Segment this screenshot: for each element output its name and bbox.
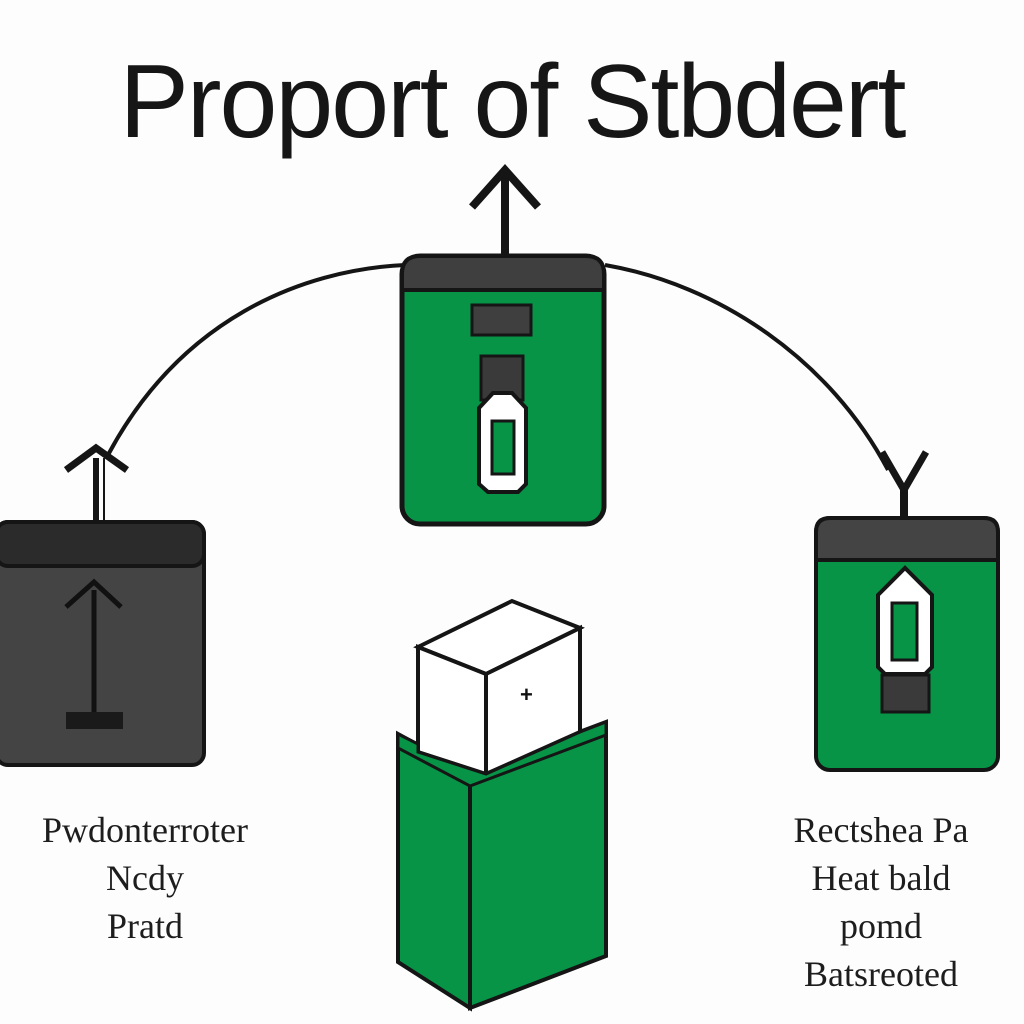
left-node-label: Pwdonterroter Ncdy Pratd <box>0 806 290 950</box>
right-label-line-3: pomd <box>839 906 922 946</box>
right-input-arrow <box>878 450 930 526</box>
left-label-line-2: Ncdy <box>106 858 184 898</box>
top-output-arrow <box>469 163 541 268</box>
right-label-line-1: Rectshea Pa <box>793 810 969 850</box>
up-arrow-icon <box>64 578 123 729</box>
top-device <box>399 253 607 527</box>
bottom-device: + <box>396 598 608 1012</box>
usb-plug-icon <box>477 354 528 494</box>
left-label-line-3: Pratd <box>107 906 183 946</box>
bottom-device-symbol: + <box>520 682 533 707</box>
right-device <box>814 516 1000 772</box>
right-label-line-2: Heat bald <box>811 858 951 898</box>
right-label-line-4: Batsreoted <box>804 954 958 994</box>
plus-icon: + <box>520 682 533 707</box>
connector-left-to-top <box>106 263 406 456</box>
left-label-line-1: Pwdonterroter <box>42 810 248 850</box>
connector-top-to-right <box>604 263 890 471</box>
right-node-label: Rectshea Pa Heat bald pomd Batsreoted <box>738 806 1024 998</box>
left-device <box>0 520 206 767</box>
diagram-title: Proport of Stbdert <box>119 44 907 160</box>
usb-plug-icon <box>876 565 934 714</box>
